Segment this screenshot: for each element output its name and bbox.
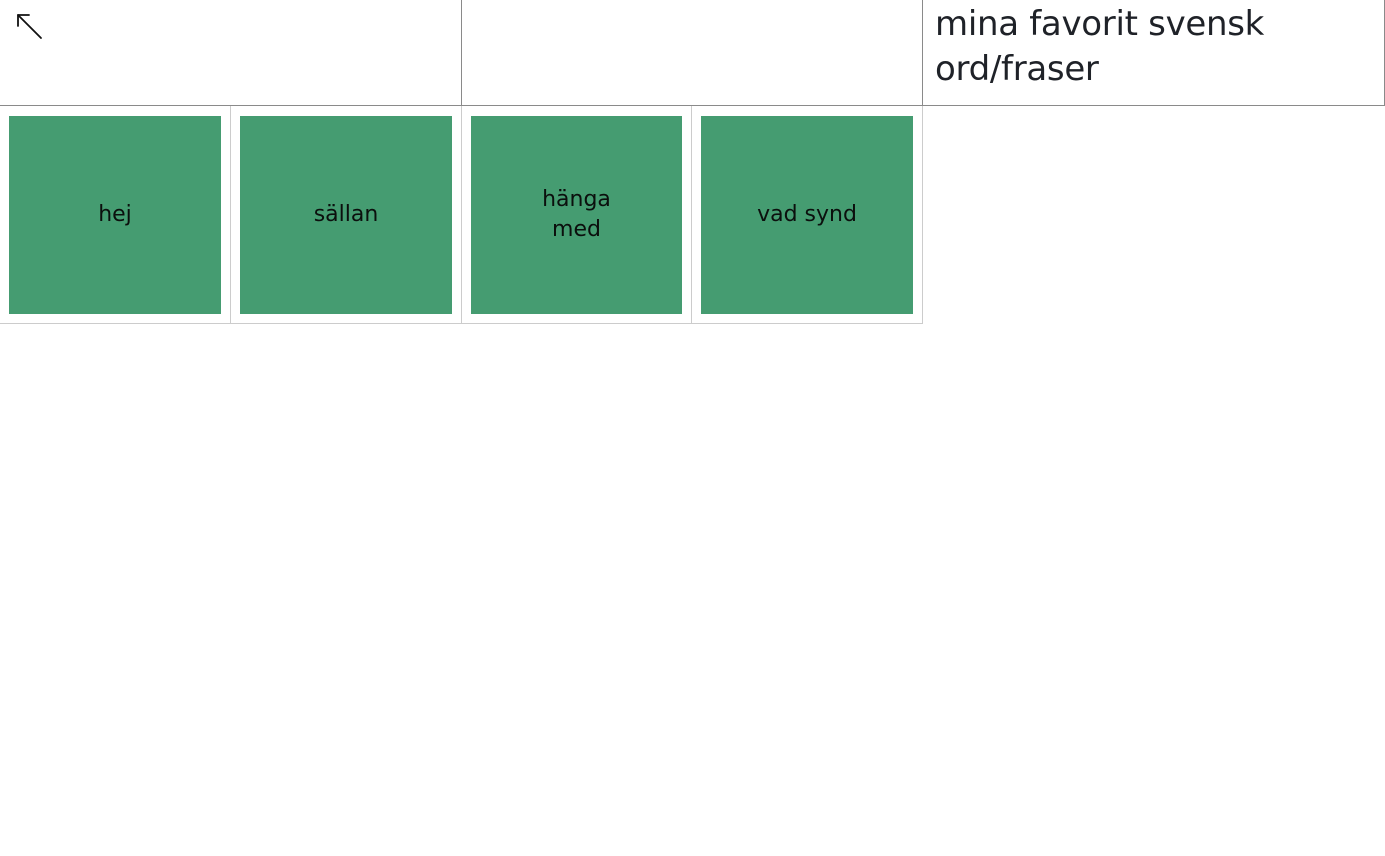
grid-cell: hänga med — [462, 106, 692, 324]
tile-button-vad-synd[interactable]: vad synd — [701, 116, 913, 314]
arrow-up-left-icon[interactable] — [14, 12, 44, 42]
tile-button-hej[interactable]: hej — [9, 116, 221, 314]
tile-label: hej — [98, 202, 132, 227]
grid-cell: sällan — [231, 106, 462, 324]
header-cell-back — [0, 0, 462, 106]
tile-button-hanga-med[interactable]: hänga med — [471, 116, 682, 314]
grid-cell: hej — [0, 106, 231, 324]
tile-label: sällan — [313, 202, 379, 227]
header-cell-empty — [462, 0, 923, 106]
header-cell-title: mina favorit svensk ord/fraser — [923, 0, 1385, 106]
tile-button-sallan[interactable]: sällan — [240, 116, 452, 314]
page-title: mina favorit svensk ord/fraser — [935, 4, 1265, 89]
tile-label: hänga med — [542, 187, 611, 242]
grid-cell: vad synd — [692, 106, 923, 324]
tile-label: vad synd — [757, 202, 857, 227]
